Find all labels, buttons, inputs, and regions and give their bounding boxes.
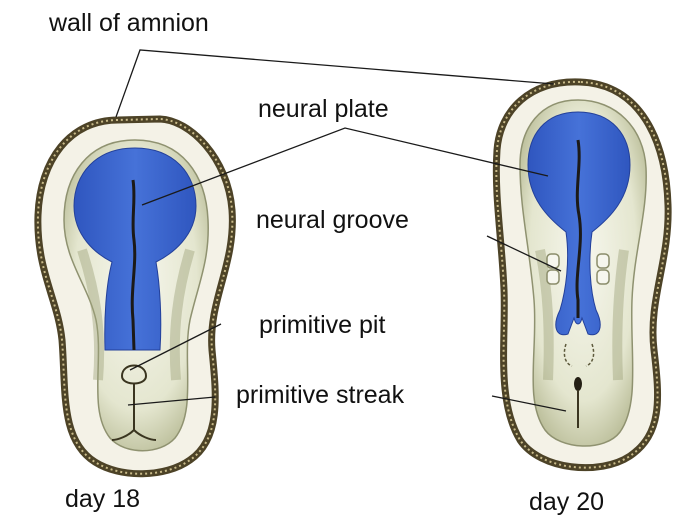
embryo-day-18 bbox=[38, 119, 233, 474]
embryo-day-20 bbox=[496, 82, 668, 468]
label-primitive-pit: primitive pit bbox=[259, 311, 385, 339]
label-primitive-streak: primitive streak bbox=[236, 381, 405, 409]
label-wall-of-amnion: wall of amnion bbox=[48, 9, 209, 37]
caption-day-18: day 18 bbox=[65, 485, 140, 513]
primitive-pit-day-20 bbox=[574, 377, 582, 391]
label-neural-groove: neural groove bbox=[256, 206, 409, 234]
caption-day-20: day 20 bbox=[529, 488, 604, 516]
label-neural-plate: neural plate bbox=[258, 95, 389, 123]
